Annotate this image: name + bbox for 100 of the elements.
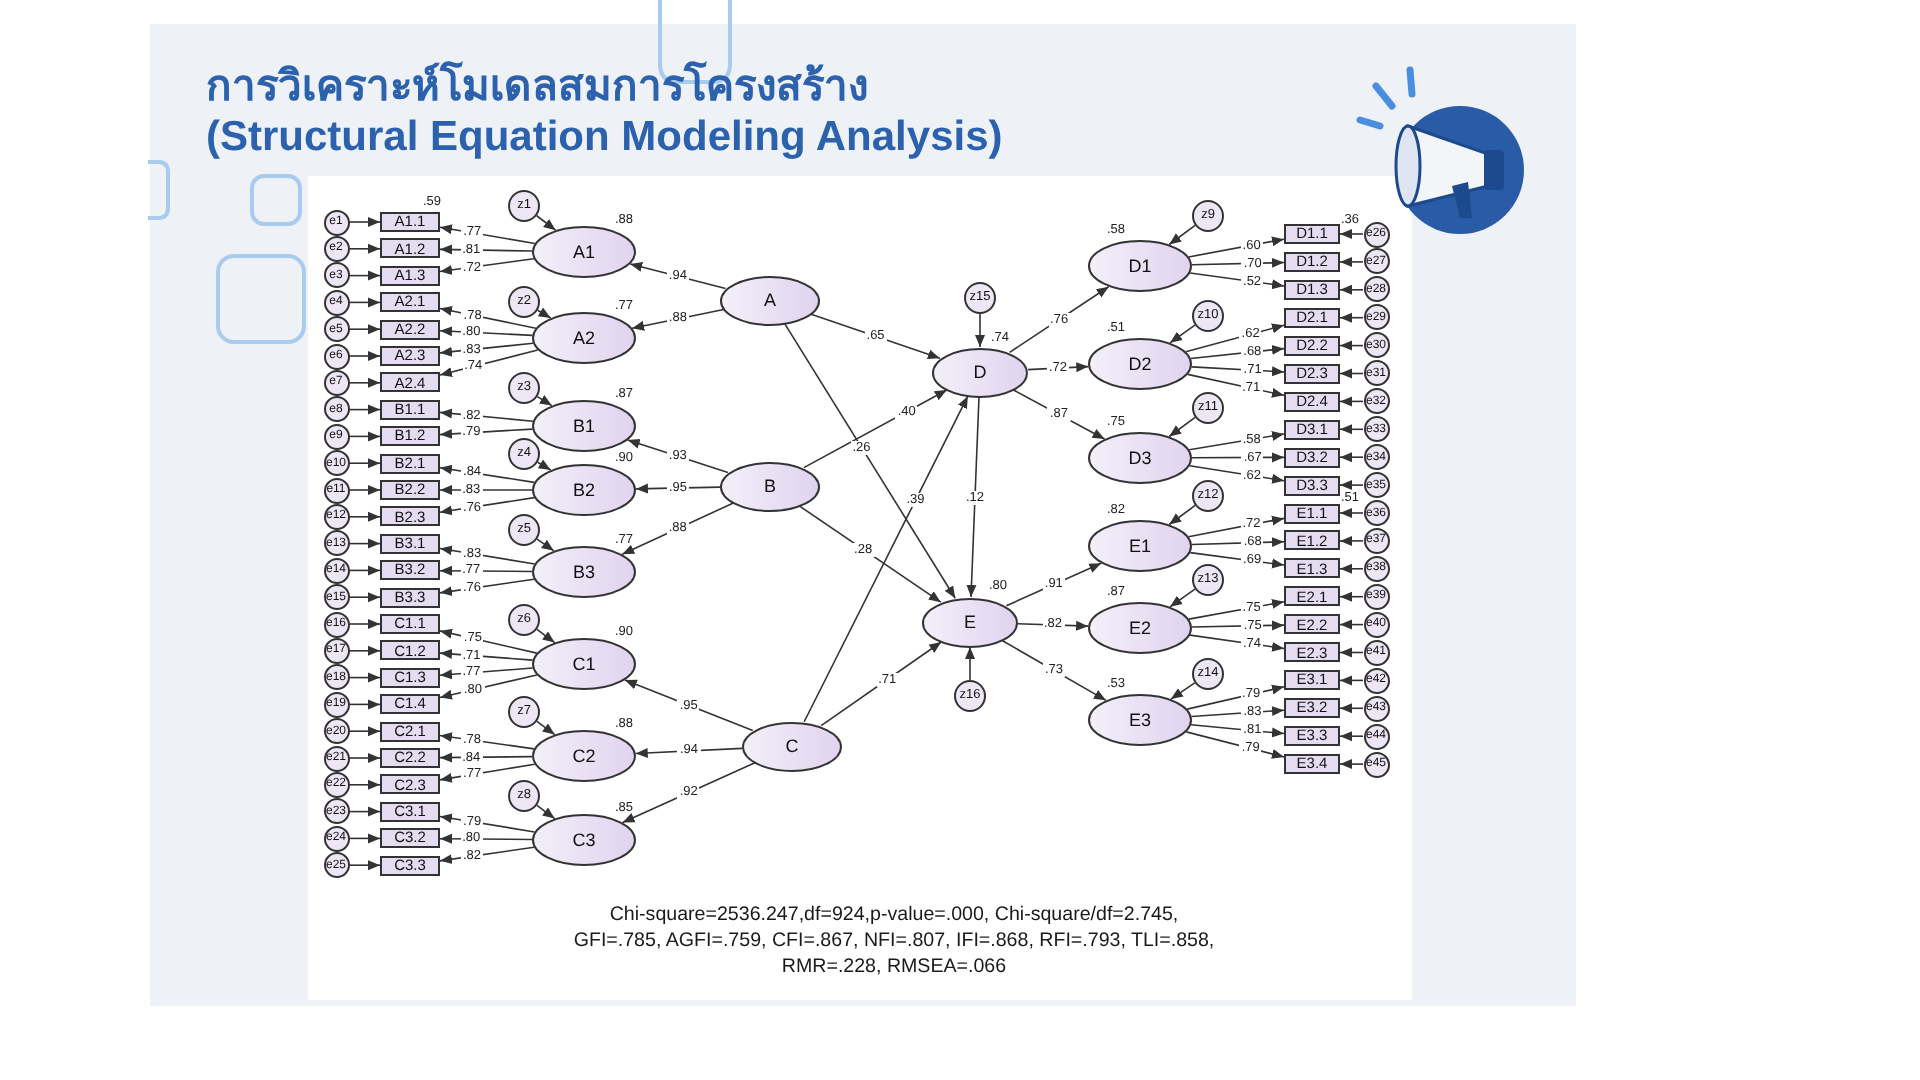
arrow [348,672,381,683]
arrow [810,313,941,360]
arrow [1188,599,1285,620]
latent-variable-ellipse: C3 [532,814,636,866]
arrow [1339,508,1364,518]
arrow [798,505,942,603]
arrow [348,217,381,227]
arrow [439,306,537,329]
arrow [439,649,534,661]
arrow [1190,366,1285,377]
arrow [439,578,535,597]
arrow [348,511,381,522]
arrow [439,732,535,750]
arrow [966,396,980,598]
arrow [1339,229,1364,239]
arrow [1190,344,1285,360]
arrow [348,270,381,281]
latent-variable-ellipse: B2 [532,464,636,516]
arrow [1168,224,1196,246]
arrow [624,679,754,732]
arrow [820,641,943,727]
arrow [1339,563,1364,574]
arrow [965,646,975,681]
arrow [439,763,536,783]
arrow [536,538,555,552]
arrow [1168,416,1196,438]
latent-variable-ellipse: E3 [1088,694,1192,746]
arrow [1027,362,1090,373]
arrow [439,408,534,422]
arrow [1008,285,1110,354]
arrow [1339,368,1364,379]
latent-variable-ellipse: D3 [1088,432,1192,484]
arrow [1012,389,1106,440]
arrow [348,565,381,576]
title: การวิเคราะห์โมเดลสมการโครงสร้าง (Structural Equation Modeling Analysis) [206,62,1003,162]
arrow [1190,724,1285,738]
arrow [536,720,556,736]
arrow [975,313,985,348]
arrow [621,761,756,824]
arrow [621,502,735,556]
arrow [348,404,381,415]
arrow [635,483,721,494]
arrow [439,565,533,576]
arrow [1188,431,1285,451]
arrow [348,243,381,254]
arrow [1339,312,1364,323]
arrow [348,458,381,469]
arrow [1339,703,1364,714]
latent-variable-ellipse: E1 [1088,520,1192,572]
arrow [348,592,381,603]
arrow [1191,452,1285,463]
arrow [348,779,381,790]
latent-variable-ellipse: E [922,597,1018,647]
latent-variable-ellipse: B3 [532,546,636,598]
arrow [439,813,536,833]
arrow [1339,619,1364,630]
arrow [348,860,381,871]
latent-variable-ellipse: A1 [532,226,636,278]
arrow [536,459,552,471]
arrow [1191,537,1285,548]
arrow [1168,504,1196,526]
latent-variable-ellipse: D2 [1088,338,1192,390]
arrow [439,667,534,680]
arrow [784,323,956,599]
arrow [439,244,533,255]
arrow [1339,340,1364,351]
latent-variable-ellipse: E2 [1088,602,1192,654]
arrow [536,307,552,319]
arrow [439,464,536,484]
arrow [536,394,553,407]
latent-variable-ellipse: B [720,461,820,511]
arrow [1169,324,1196,344]
caption: Chi-square=2536.247,df=924,p-value=.000, Chi-square/df=2.745, GFI=.785, AGFI=.759, CFI=.867, NFI=.807, IFI=.868, RFI=.793, TLI=.858, RMR=.228, RMSEA=.066 [571,902,1217,980]
arrow [348,726,381,737]
arrow [1188,465,1285,484]
arrow [348,619,381,629]
arrow [1189,634,1285,652]
latent-variable-ellipse: C1 [532,638,636,690]
arrow [439,545,536,565]
arrow [535,214,557,231]
arrow [348,645,381,656]
arrow [1339,396,1364,407]
arrow [439,496,536,516]
arrow [439,258,535,275]
arrow [1191,620,1285,631]
arrow [439,224,536,245]
latent-variable-ellipse: C [742,721,842,771]
arrow [629,262,727,290]
arrow [439,674,538,700]
arrow [348,699,381,710]
arrow [1169,588,1196,608]
arrow [803,389,948,469]
latent-variable-ellipse: A2 [532,312,636,364]
arrow [1189,272,1285,290]
arrow [1005,562,1103,607]
arrow [348,431,381,442]
arrow [536,628,556,644]
arrow [348,806,381,817]
arrow [348,324,381,335]
latent-variable-ellipse: D1 [1088,240,1192,292]
